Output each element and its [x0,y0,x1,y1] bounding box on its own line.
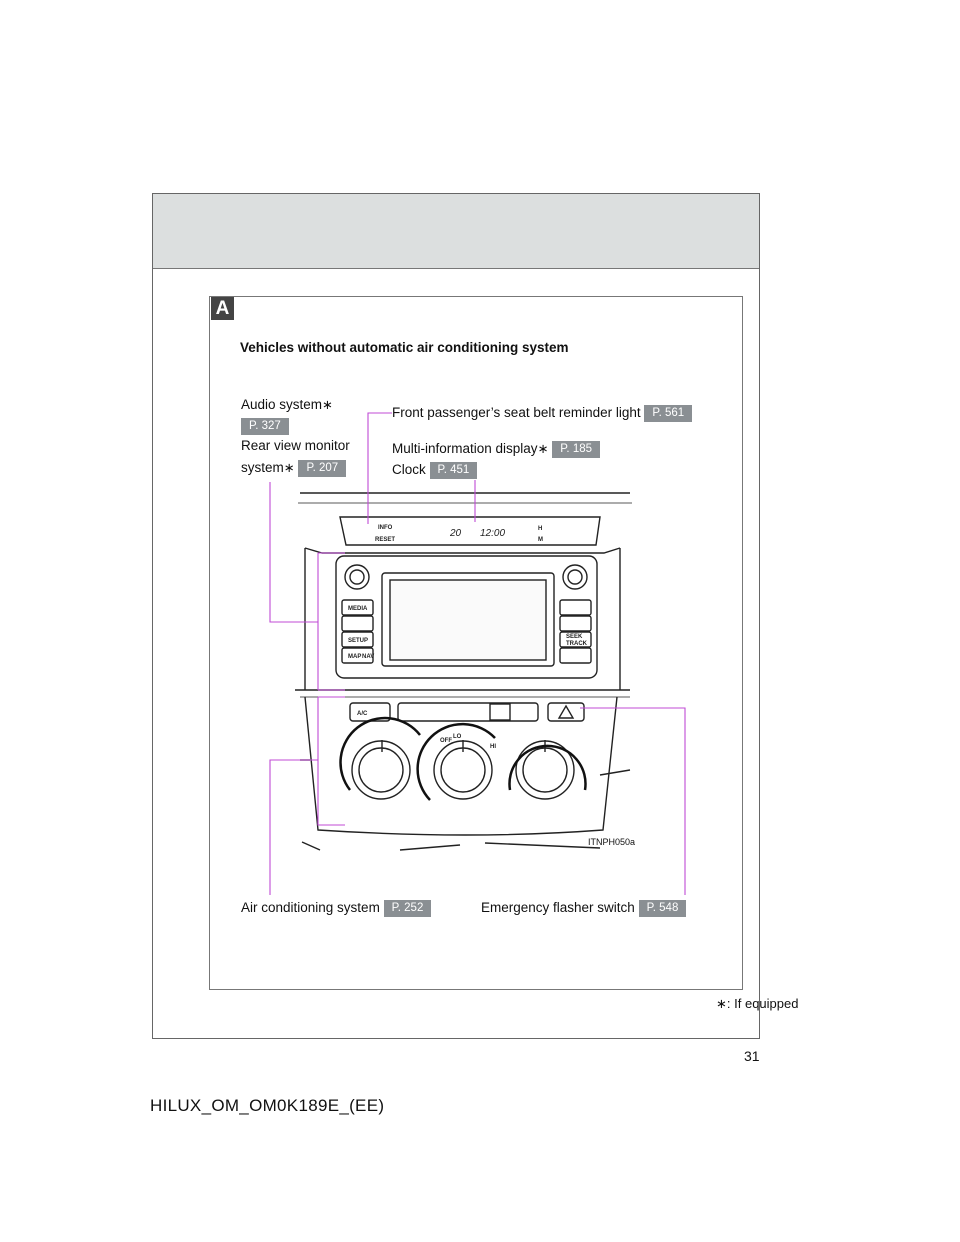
panel-off-label: OFF [440,738,452,744]
callout-clock-label: Clock [392,462,426,477]
asterisk-icon: ∗ [322,397,333,412]
callout-air-conditioning: Air conditioning system P. 252 [241,899,432,917]
callout-rear-view-line2: system∗ P. 207 [241,459,347,477]
page-ref-rear-view-badge[interactable]: P. 207 [298,459,347,477]
asterisk-icon: ∗ [283,460,295,475]
page-ref-clock-badge[interactable]: P. 451 [429,461,478,479]
panel-info-label: INFO [378,525,393,531]
panel-setup-label: SETUP [348,638,368,644]
page-ref-audio-badge[interactable]: P. 327 [241,417,289,435]
callout-seat-belt-label: Front passenger’s seat belt reminder lig… [392,405,641,420]
callout-rear-view-label: system [241,460,284,475]
panel-media-label: MEDIA [348,606,368,612]
page-ref-audio[interactable]: P. 327 [241,417,289,435]
panel-m-label: M [538,537,543,543]
callout-seat-belt: Front passenger’s seat belt reminder lig… [392,404,693,422]
panel-map-label: MAP [348,654,361,660]
panel-h-label: H [538,526,542,532]
callout-ac-label: Air conditioning system [241,900,380,915]
panel-temp-readout: 20 [449,528,462,539]
footer-code: HILUX_OM_OM0K189E_(EE) [150,1096,385,1115]
callout-audio-system: Audio system∗ [241,396,333,414]
page-ref-seat-belt-badge[interactable]: P. 561 [644,404,693,422]
page-frame [152,193,760,1039]
callout-flasher-label: Emergency flasher switch [481,900,635,915]
section-badge: A [211,297,234,320]
panel-lo-label: LO [453,734,462,740]
callout-multi-info: Multi-information display∗ P. 185 [392,440,600,458]
figure-id: ITNPH050a [588,837,636,847]
callout-rear-view-line1: Rear view monitor [241,438,350,453]
callout-audio-label: Audio system [241,397,323,412]
footnote: ∗: If equipped [716,995,798,1013]
panel-nav-label: NAV [362,654,374,660]
figure-frame [209,296,743,990]
panel-time-readout: 12:00 [480,528,505,539]
panel-ac-label: A/C [357,711,368,717]
page-number: 31 [744,1048,760,1064]
callout-multi-info-label: Multi-information display [392,441,538,456]
header-band [153,194,759,269]
callout-emergency-flasher: Emergency flasher switch P. 548 [481,899,687,917]
page-ref-multi-info-badge[interactable]: P. 185 [552,440,600,458]
asterisk-icon: ∗ [537,441,549,456]
page-ref-flasher-badge[interactable]: P. 548 [638,899,687,917]
footnote-text: : If equipped [726,996,799,1011]
figure-heading: Vehicles without automatic air condition… [240,340,569,355]
panel-reset-label: RESET [375,537,395,543]
page-ref-ac-badge[interactable]: P. 252 [383,899,432,917]
panel-track-label: TRACK [566,641,588,647]
panel-hi-label: HI [490,744,496,750]
panel-seek-label: SEEK [566,634,583,640]
asterisk-icon: ∗ [716,996,727,1011]
callout-clock: Clock P. 451 [392,461,478,479]
